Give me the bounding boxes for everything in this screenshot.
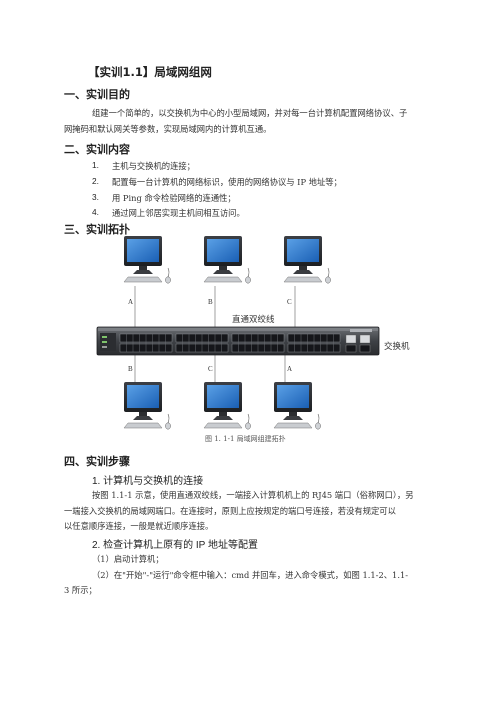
- pc-top-c: [283, 235, 331, 284]
- content-item-2: 配置每一台计算机的网络标识，使用的网络协议与 IP 地址等；: [112, 177, 342, 187]
- bottom-port-label-c: C: [208, 365, 213, 373]
- step-1-line-3: 以任意顺序连接，一般是就近顺序连接。: [64, 521, 214, 531]
- pc-bottom-a: [273, 381, 321, 430]
- step-1-line-1: 按图 1.1-1 示意，使用直通双绞线，一端接入计算机机上的 RJ45 端口（俗…: [92, 490, 414, 500]
- switch-device: [96, 326, 380, 356]
- pc-bottom-b: [123, 381, 171, 430]
- content-item-1-num: 1.: [92, 160, 99, 170]
- step-2-sub-2: （2）在"开始"-"运行"命令框中输入：cmd 并回车，进入命令模式，如图 1.…: [92, 570, 409, 580]
- content-item-4: 通过网上邻居实现主机间相互访问。: [112, 208, 245, 218]
- content-item-3-num: 3.: [92, 192, 99, 202]
- top-port-label-c: C: [287, 298, 292, 306]
- purpose-line-2: 网掩码和默认网关等参数，实现局域网内的计算机互通。: [64, 124, 272, 134]
- top-port-label-b: B: [208, 298, 213, 306]
- pc-top-b: [203, 235, 251, 284]
- step-2-sub-3: 3 所示；: [64, 585, 97, 595]
- page-title: 【实训1.1】局域网组网: [88, 65, 212, 79]
- bottom-port-label-b: B: [128, 365, 133, 373]
- content-item-3: 用 Ping 命令检验网络的连通性；: [112, 193, 236, 203]
- step-1-title: 1. 计算机与交换机的连接: [92, 476, 204, 487]
- step-2-title: 2. 检查计算机上原有的 IP 地址等配置: [92, 540, 258, 551]
- topology-diagram: [96, 235, 380, 430]
- content-item-2-num: 2.: [92, 176, 99, 186]
- figure-caption: 图 1. 1-1 局域网组建拓扑: [205, 435, 286, 443]
- pc-top-a: [123, 235, 171, 284]
- content-item-1: 主机与交换机的连接；: [112, 161, 195, 171]
- step-1-line-2: 一端接入交换机的局域网端口。在连接时，原则上应按规定的端口号连接，若没有规定可以: [64, 506, 396, 516]
- section-heading-steps: 四、实训步骤: [64, 455, 130, 468]
- content-item-4-num: 4.: [92, 207, 99, 217]
- top-port-label-a: A: [128, 298, 134, 306]
- purpose-line-1: 组建一个简单的，以交换机为中心的小型局域网，并对每一台计算机配置网络协议、子: [92, 108, 408, 118]
- step-2-sub-1: （1）启动计算机；: [92, 554, 164, 564]
- section-heading-purpose: 一、实训目的: [64, 88, 130, 101]
- cable-label: 直通双绞线: [232, 315, 275, 325]
- section-heading-content: 二、实训内容: [64, 143, 130, 156]
- switch-label: 交换机: [384, 342, 410, 352]
- bottom-port-label-a: A: [287, 365, 293, 373]
- section-heading-topology: 三、实训拓扑: [64, 223, 130, 236]
- pc-bottom-c: [203, 381, 251, 430]
